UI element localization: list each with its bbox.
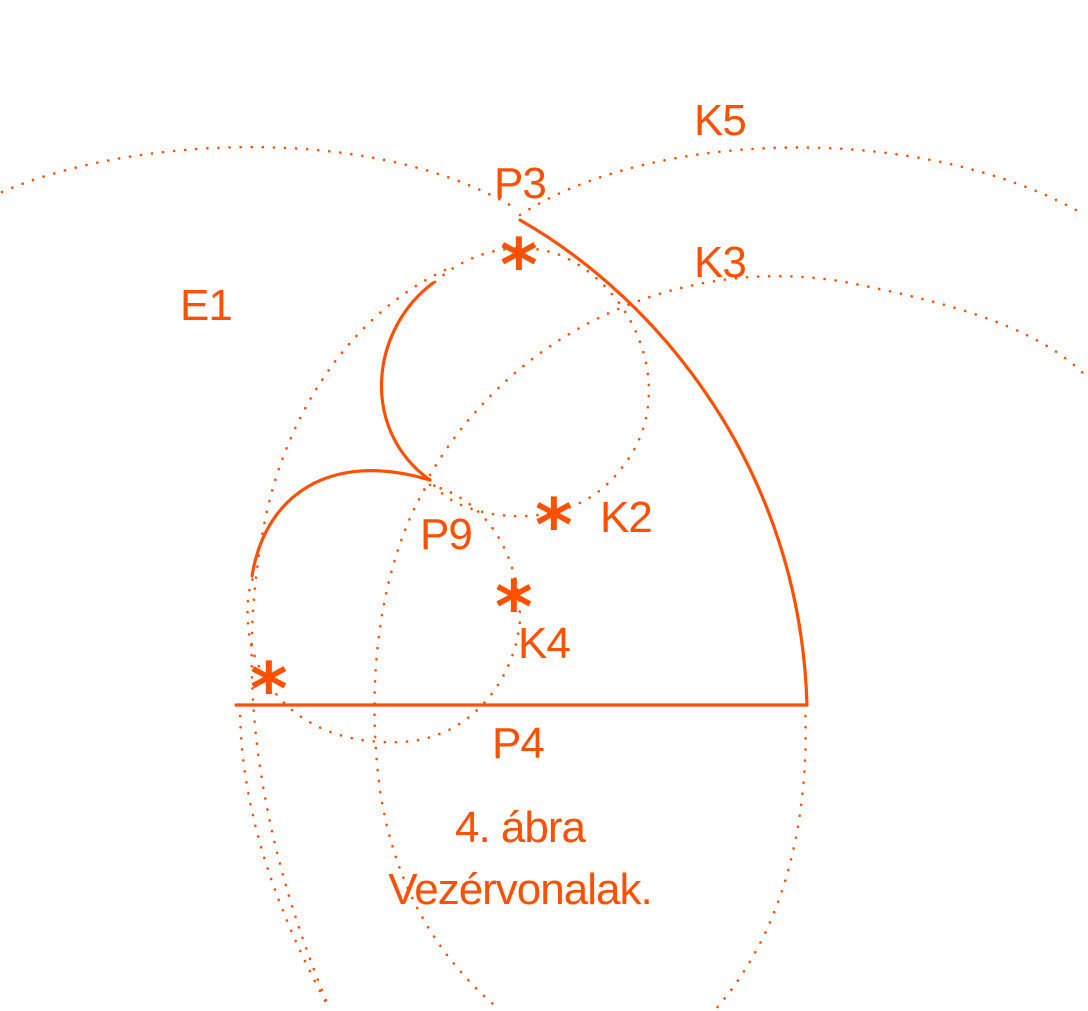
figure-caption: 4. ábra Vezérvonalak. bbox=[388, 803, 652, 914]
guide-arc-left-lower bbox=[238, 703, 332, 1011]
guide-arc-right-lower bbox=[713, 703, 807, 1011]
figure-title: Vezérvonalak. bbox=[388, 865, 651, 914]
guide-arc-k3-lower bbox=[373, 478, 502, 1011]
point-labels: K5 P3 K3 E1 K2 P9 K4 P4 bbox=[180, 96, 747, 768]
guide-arc-top-left bbox=[0, 145, 512, 207]
outline-outer-arc bbox=[518, 218, 809, 707]
label-k5: K5 bbox=[694, 96, 746, 145]
label-e1: E1 bbox=[180, 281, 232, 330]
label-p3: P3 bbox=[494, 159, 546, 208]
label-p9: P9 bbox=[420, 510, 472, 559]
outline-lower-lobe bbox=[250, 469, 432, 578]
label-k4: K4 bbox=[518, 619, 570, 668]
label-p4: P4 bbox=[492, 719, 544, 768]
marker-p3: * bbox=[500, 223, 538, 307]
figure-number: 4. ábra bbox=[455, 803, 587, 852]
outline-upper-lobe bbox=[379, 281, 435, 482]
marker-left-base: * bbox=[250, 647, 288, 731]
guide-curves bbox=[0, 145, 1087, 1011]
marker-k4: * bbox=[495, 565, 533, 649]
label-k2: K2 bbox=[600, 493, 652, 542]
center-markers: * * * * bbox=[250, 223, 573, 731]
guide-arc-k5 bbox=[518, 146, 1087, 217]
marker-k2: * bbox=[535, 483, 573, 567]
label-k3: K3 bbox=[694, 238, 746, 287]
outline bbox=[234, 218, 809, 707]
